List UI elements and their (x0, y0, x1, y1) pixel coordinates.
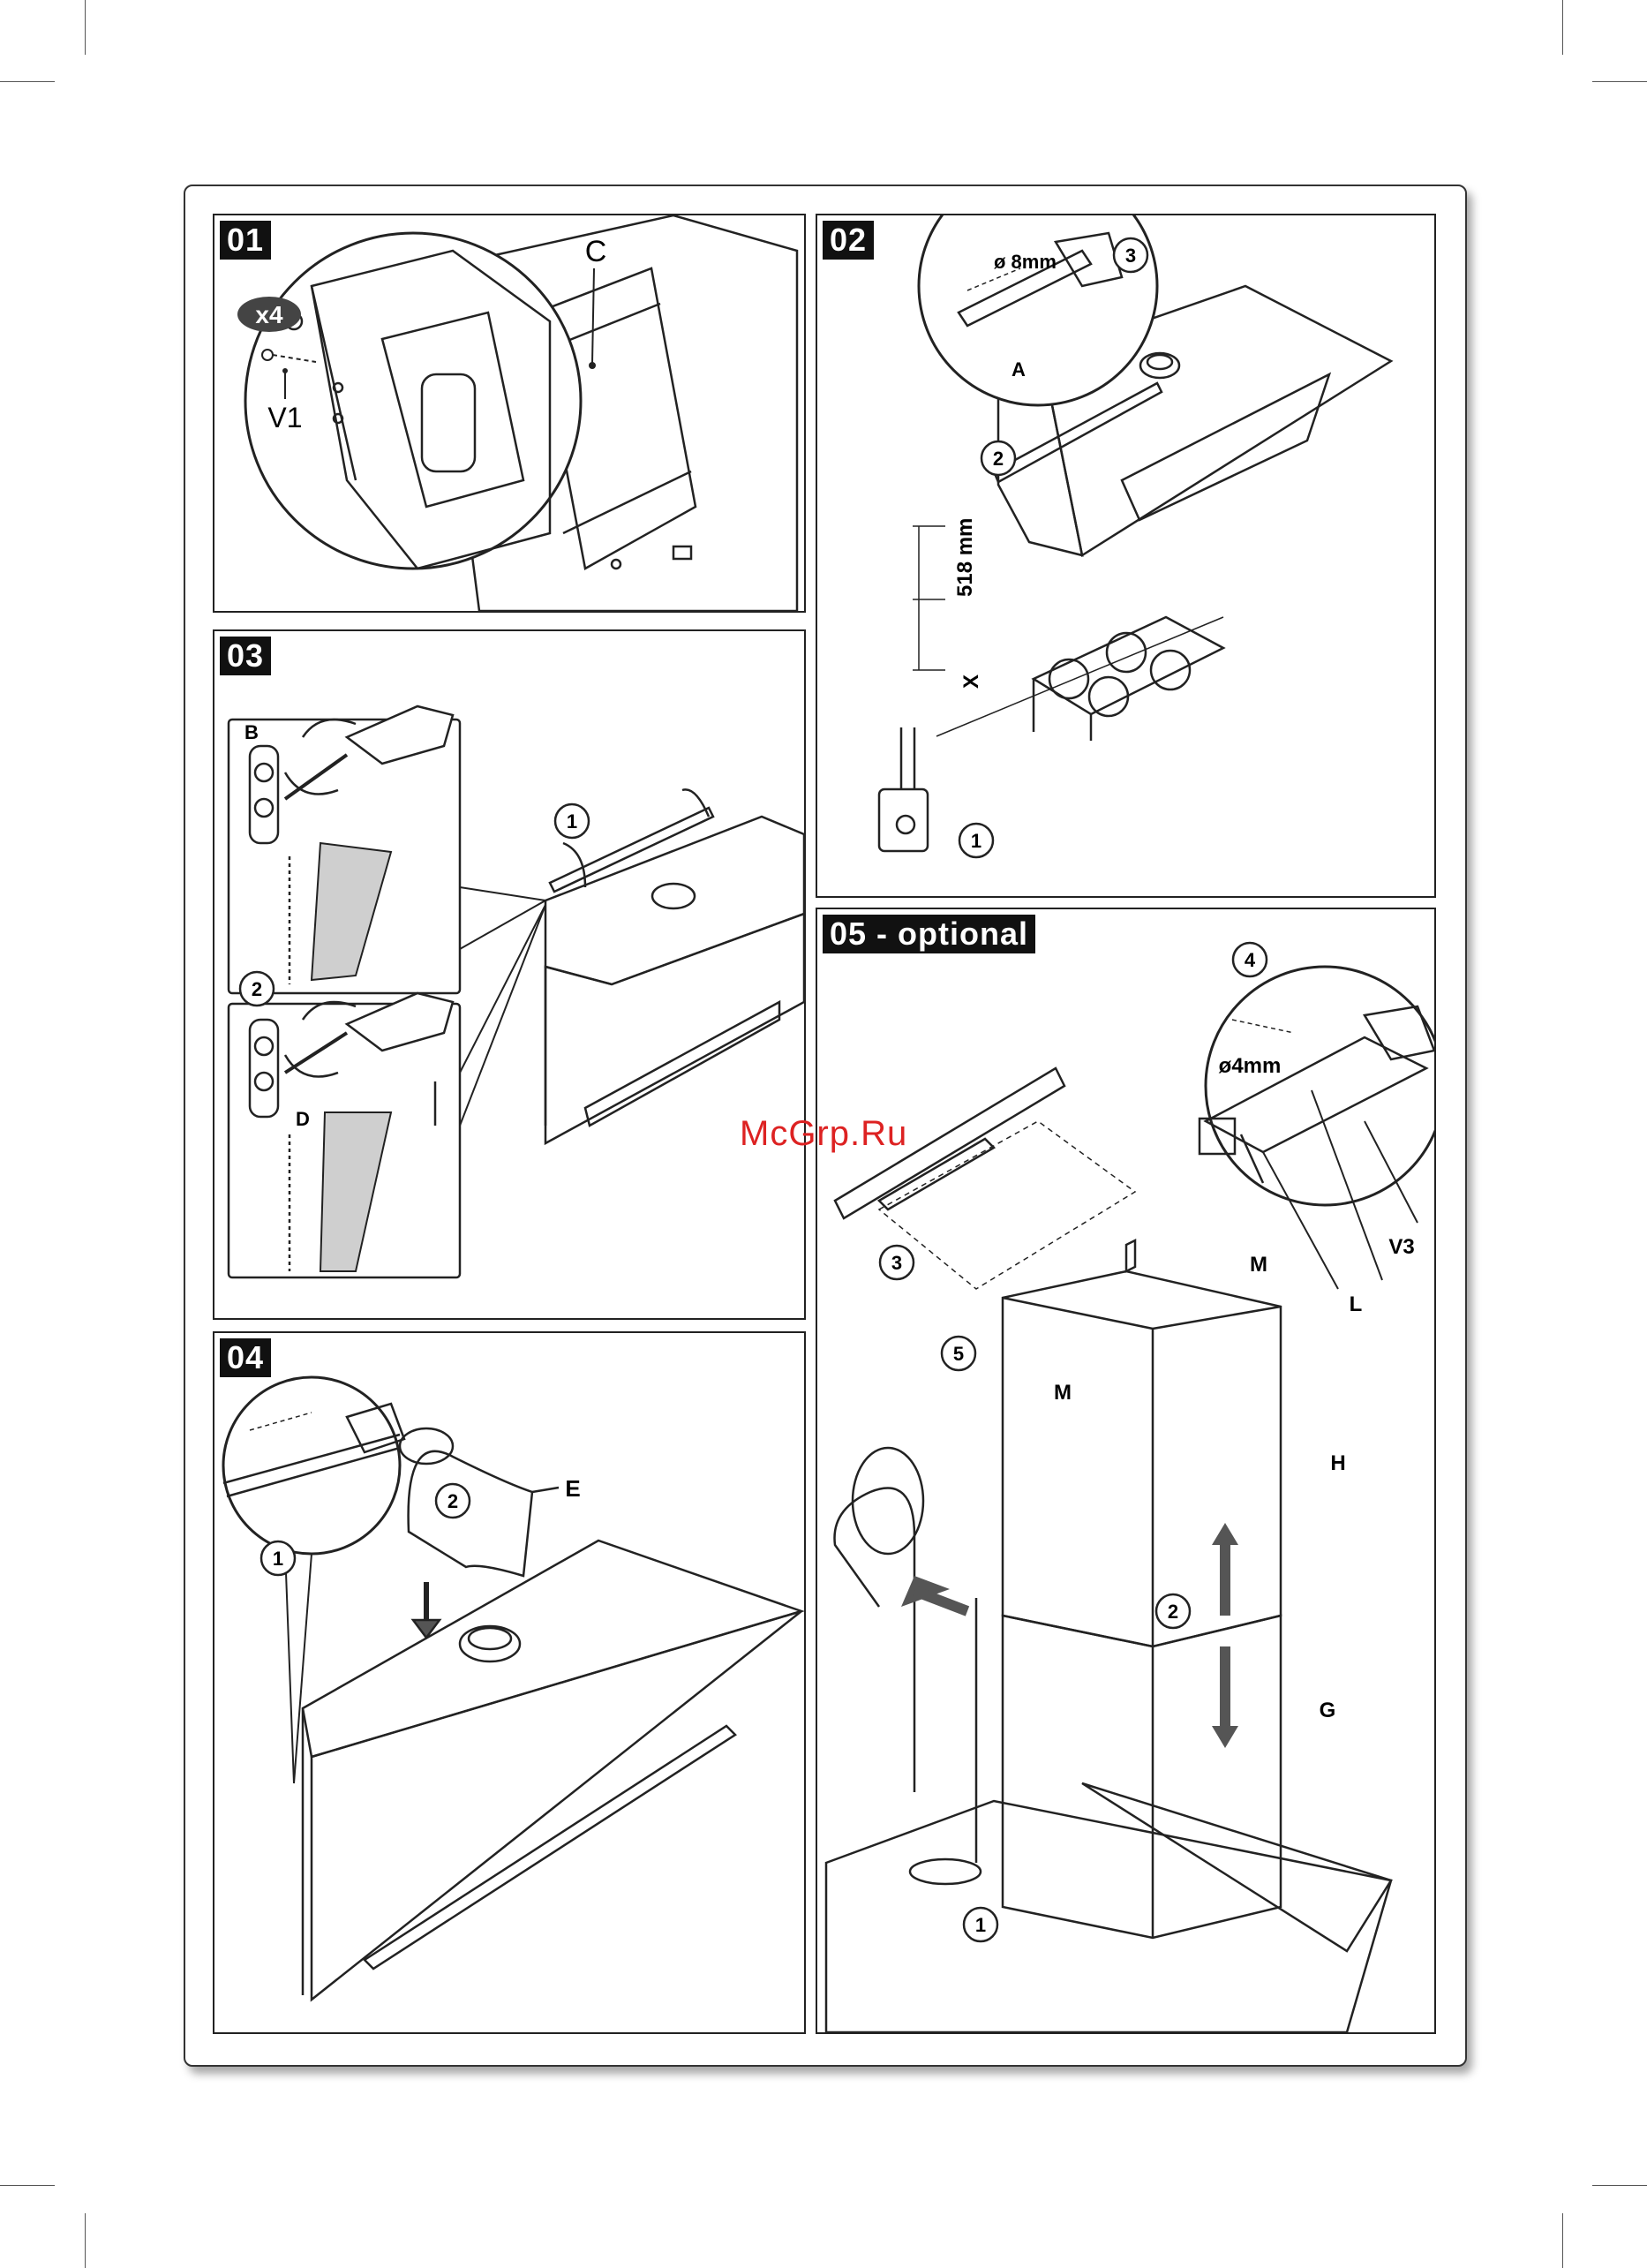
step-03-panel: B D 1 2 03 (213, 629, 806, 1320)
drill-size-label: ø4mm (1219, 1054, 1282, 1078)
crop-mark (0, 2185, 55, 2186)
step-marker-3: 3 (891, 1252, 902, 1274)
step-marker-4: 4 (1245, 949, 1256, 971)
step-marker-1: 1 (971, 830, 981, 852)
step-01-illustration: x4 V1 C (214, 215, 804, 611)
step-marker-2: 2 (447, 1490, 458, 1512)
step-marker-1: 1 (273, 1548, 283, 1570)
height-label: 518 mm (953, 518, 977, 597)
label-a: A (1012, 358, 1026, 381)
step-number: 01 (220, 221, 271, 260)
step-04-illustration: E 1 2 (214, 1333, 804, 2032)
step-number: 04 (220, 1338, 271, 1377)
step-05-illustration: ø4mm V3 L M M H G 4 3 5 2 1 (817, 909, 1434, 2032)
step-marker-3: 3 (1125, 245, 1136, 267)
step-number: 03 (220, 637, 271, 675)
step-marker-2: 2 (252, 978, 262, 1000)
label-x: X (959, 674, 983, 689)
crop-mark (1592, 81, 1647, 82)
quantity-badge: x4 (255, 301, 283, 328)
crop-mark (1592, 2185, 1647, 2186)
label-b: B (244, 721, 259, 743)
label-g: G (1320, 1699, 1336, 1722)
step-03-illustration: B D 1 2 (214, 631, 804, 1318)
step-04-panel: E 1 2 04 (213, 1331, 806, 2034)
label-v3: V3 (1388, 1235, 1414, 1259)
crop-mark (1562, 0, 1563, 55)
step-05-panel: ø4mm V3 L M M H G 4 3 5 2 1 05 - optiona… (816, 908, 1436, 2034)
step-marker-2: 2 (993, 448, 1004, 470)
crop-mark (85, 0, 86, 55)
step-marker-1: 1 (975, 1914, 986, 1936)
step-marker-5: 5 (953, 1343, 964, 1365)
drill-size-label: ø 8mm (994, 251, 1057, 273)
label-m-top: M (1250, 1253, 1267, 1277)
label-v1: V1 (267, 402, 302, 433)
step-marker-1: 1 (567, 810, 577, 833)
watermark: McGrp.Ru (740, 1114, 907, 1154)
step-number: 02 (823, 221, 874, 260)
crop-mark (85, 2213, 86, 2268)
step-02-panel: ø 8mm A 518 mm X 3 2 1 02 (816, 214, 1436, 898)
label-m: M (1054, 1381, 1072, 1405)
step-number: 05 - optional (823, 915, 1035, 953)
label-d: D (296, 1108, 310, 1130)
label-c: C (585, 235, 607, 268)
label-e: E (565, 1475, 580, 1502)
label-l: L (1350, 1292, 1363, 1316)
step-marker-2: 2 (1168, 1601, 1178, 1623)
crop-mark (0, 81, 55, 82)
step-02-illustration: ø 8mm A 518 mm X 3 2 1 (817, 215, 1434, 896)
step-01-panel: x4 V1 C 01 (213, 214, 806, 613)
label-h: H (1330, 1451, 1345, 1475)
crop-mark (1562, 2213, 1563, 2268)
